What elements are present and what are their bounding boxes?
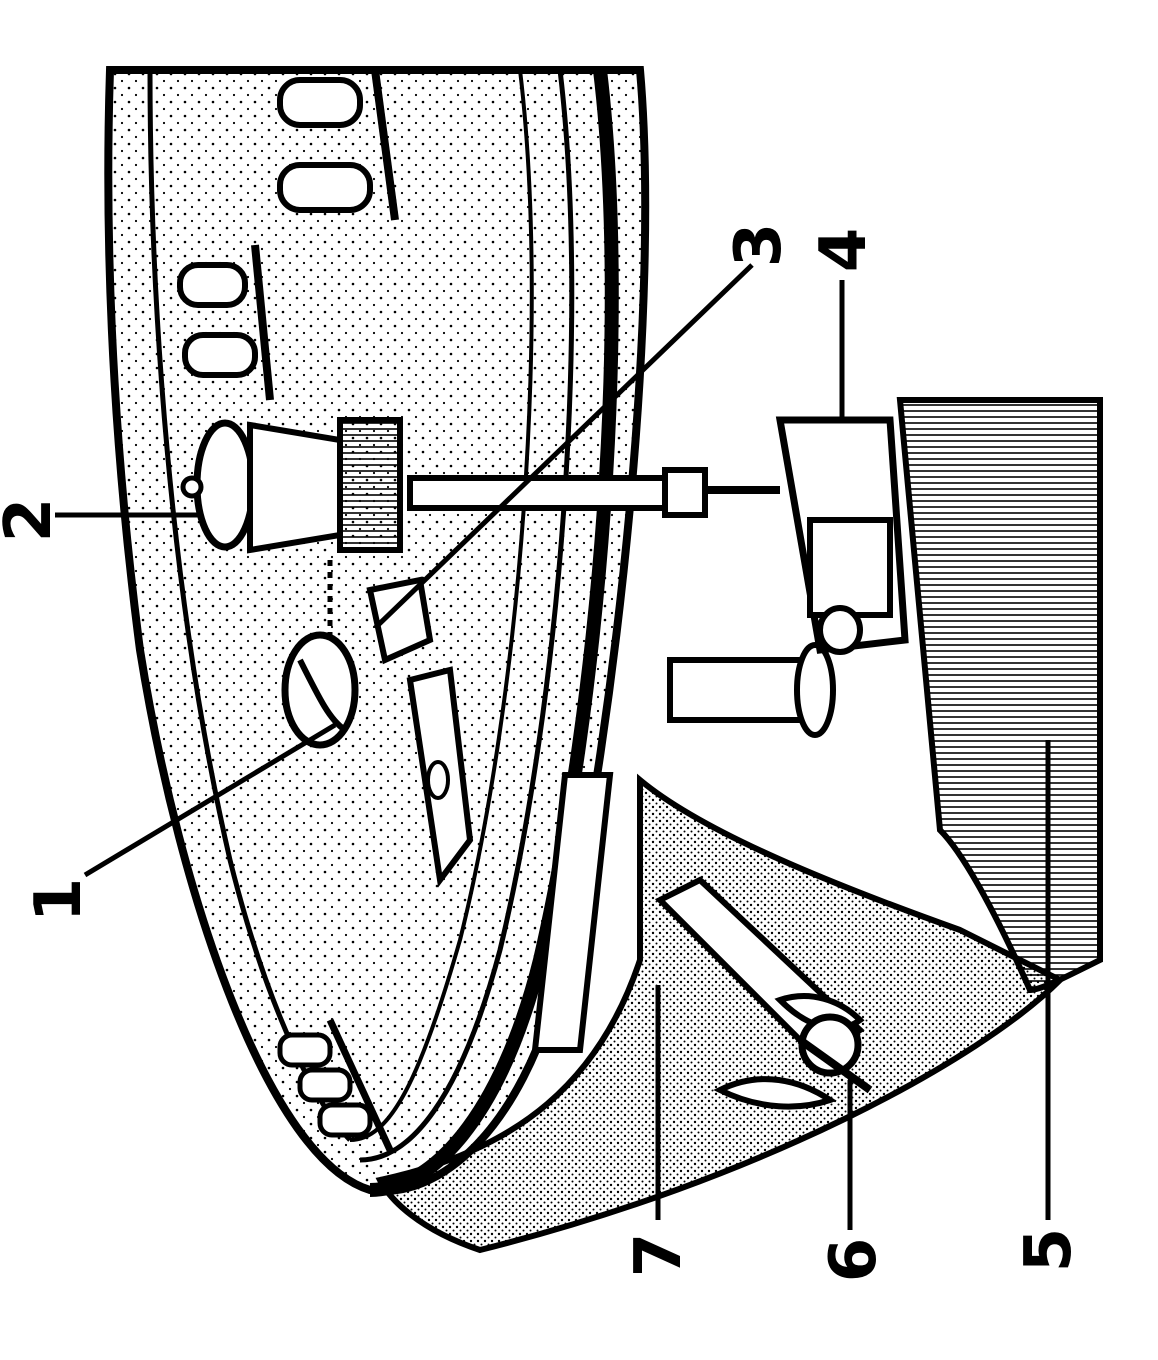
callout-7: 7: [622, 1233, 696, 1278]
callout-2: 2: [0, 498, 66, 543]
bulwark-band-mid: [359, 69, 575, 1163]
chain-stopper: [366, 576, 434, 665]
bollards-mid: [177, 244, 274, 401]
callout-1: 1: [22, 878, 96, 923]
hawse-deck-pipe: [281, 560, 359, 749]
deck-plate: [406, 666, 474, 888]
bollards-top: [277, 69, 399, 221]
leader-line-3: [373, 263, 754, 630]
hull-surface: [375, 773, 1066, 1254]
callout-5: 5: [1012, 1228, 1086, 1273]
bollards-bottom: [277, 1018, 394, 1152]
callout-3: 3: [722, 223, 796, 268]
bow-nameplate: [531, 772, 614, 1053]
electric-motor: [705, 416, 909, 655]
leader-line-1: [83, 722, 337, 878]
vertical-shaft: [407, 467, 836, 738]
bulwark-band-inner: [349, 69, 534, 1142]
anchor: [713, 993, 873, 1110]
capstan: [180, 417, 403, 554]
hull-side-plating: [896, 397, 1103, 994]
callout-6: 6: [817, 1238, 891, 1283]
callout-4: 4: [807, 228, 881, 273]
